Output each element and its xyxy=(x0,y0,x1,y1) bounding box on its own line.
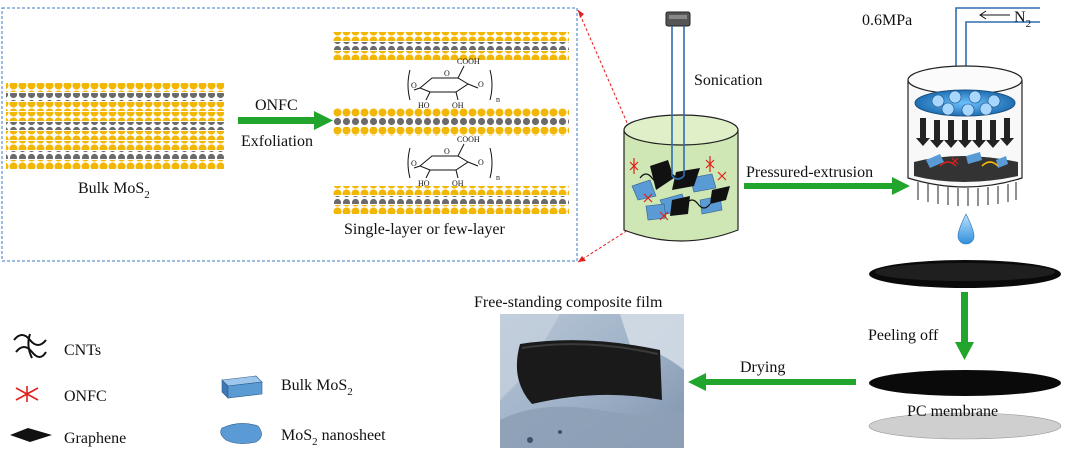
exfoliated-layer-middle xyxy=(333,108,569,136)
onfc-1-cooh: COOH xyxy=(457,57,480,66)
drying-arrow xyxy=(688,373,856,391)
onfc-1-o-left: O xyxy=(411,81,417,90)
n2-label: N2 xyxy=(1014,9,1031,30)
filtrate-drip-lines xyxy=(917,182,1017,206)
peeling-off-arrow xyxy=(955,292,974,360)
onfc-2-oh: OH xyxy=(452,179,464,188)
single-layer-label: Single-layer or few-layer xyxy=(344,221,505,238)
onfc-2-o-right: O xyxy=(478,158,484,167)
onfc-1-o-right: O xyxy=(478,80,484,89)
bulk-mos2-label: Bulk MoS2 xyxy=(78,180,150,201)
composite-film-photo xyxy=(500,314,684,448)
onfc-1-ho: HO xyxy=(418,101,430,110)
legend-onfc-label: ONFC xyxy=(64,388,107,405)
onfc-structure-1 xyxy=(407,65,493,101)
legend-cnts-label: CNTs xyxy=(64,342,101,359)
onfc-2-o-ring: O xyxy=(444,147,450,156)
onfc-2-n: n xyxy=(496,173,500,182)
onfc-1-oh: OH xyxy=(452,101,464,110)
sonication-beaker xyxy=(623,114,739,242)
legend-cnts-icon xyxy=(13,333,47,359)
legend-nanosheet-label: MoS2 nanosheet xyxy=(281,427,386,448)
pressure-arrows xyxy=(916,118,1014,148)
zoom-connector-arrowhead-bottom xyxy=(578,256,586,262)
sonication-probe xyxy=(665,11,691,180)
exfoliated-layer-bottom xyxy=(333,186,569,214)
legend-nanosheet-icon xyxy=(220,423,262,444)
onfc-2-cooh: COOH xyxy=(457,135,480,144)
peeled-film-disk xyxy=(869,370,1061,396)
exfoliated-layer-top xyxy=(333,32,569,60)
onfc-2-o-left: O xyxy=(411,159,417,168)
collected-film-highlight xyxy=(875,263,1055,281)
legend-bulk-mos2-icon xyxy=(221,375,263,399)
legend-onfc-icon xyxy=(15,386,39,402)
n2-flow-arrow xyxy=(979,10,1010,20)
filtrate-droplet xyxy=(957,213,975,245)
exfoliation-arrow-label-top: ONFC xyxy=(255,97,298,114)
exfoliation-arrow xyxy=(238,111,333,130)
legend-bulk-mos2-label: Bulk MoS2 xyxy=(281,377,353,398)
exfoliation-panel xyxy=(1,7,578,262)
onfc-1-o-ring: O xyxy=(444,69,450,78)
pressure-label: 0.6MPa xyxy=(862,12,912,29)
drying-label: Drying xyxy=(740,359,785,376)
exfoliation-arrow-label-bottom: Exfoliation xyxy=(241,133,313,150)
pc-membrane-label: PC membrane xyxy=(907,403,998,420)
bulk-mos2-stack xyxy=(6,83,224,169)
zoom-connector-arrowhead-top xyxy=(578,10,584,18)
onfc-1-n: n xyxy=(496,95,500,104)
film-title: Free-standing composite film xyxy=(474,294,663,311)
legend-graphene-icon xyxy=(10,428,52,442)
pc-membrane-disk xyxy=(868,412,1062,440)
sonication-label: Sonication xyxy=(694,72,762,89)
onfc-2-ho: HO xyxy=(418,179,430,188)
zoom-connector-lines xyxy=(577,9,629,263)
legend: CNTs ONFC Graphene Bulk MoS2 MoS2 nanosh… xyxy=(10,333,386,448)
onfc-structure-2 xyxy=(407,143,493,179)
cell-mixture xyxy=(914,152,1018,182)
legend-graphene-label: Graphene xyxy=(64,430,126,447)
pressured-extrusion-label: Pressured-extrusion xyxy=(746,164,873,181)
peeling-off-label: Peeling off xyxy=(868,327,939,344)
pressured-extrusion-arrow xyxy=(744,177,910,195)
